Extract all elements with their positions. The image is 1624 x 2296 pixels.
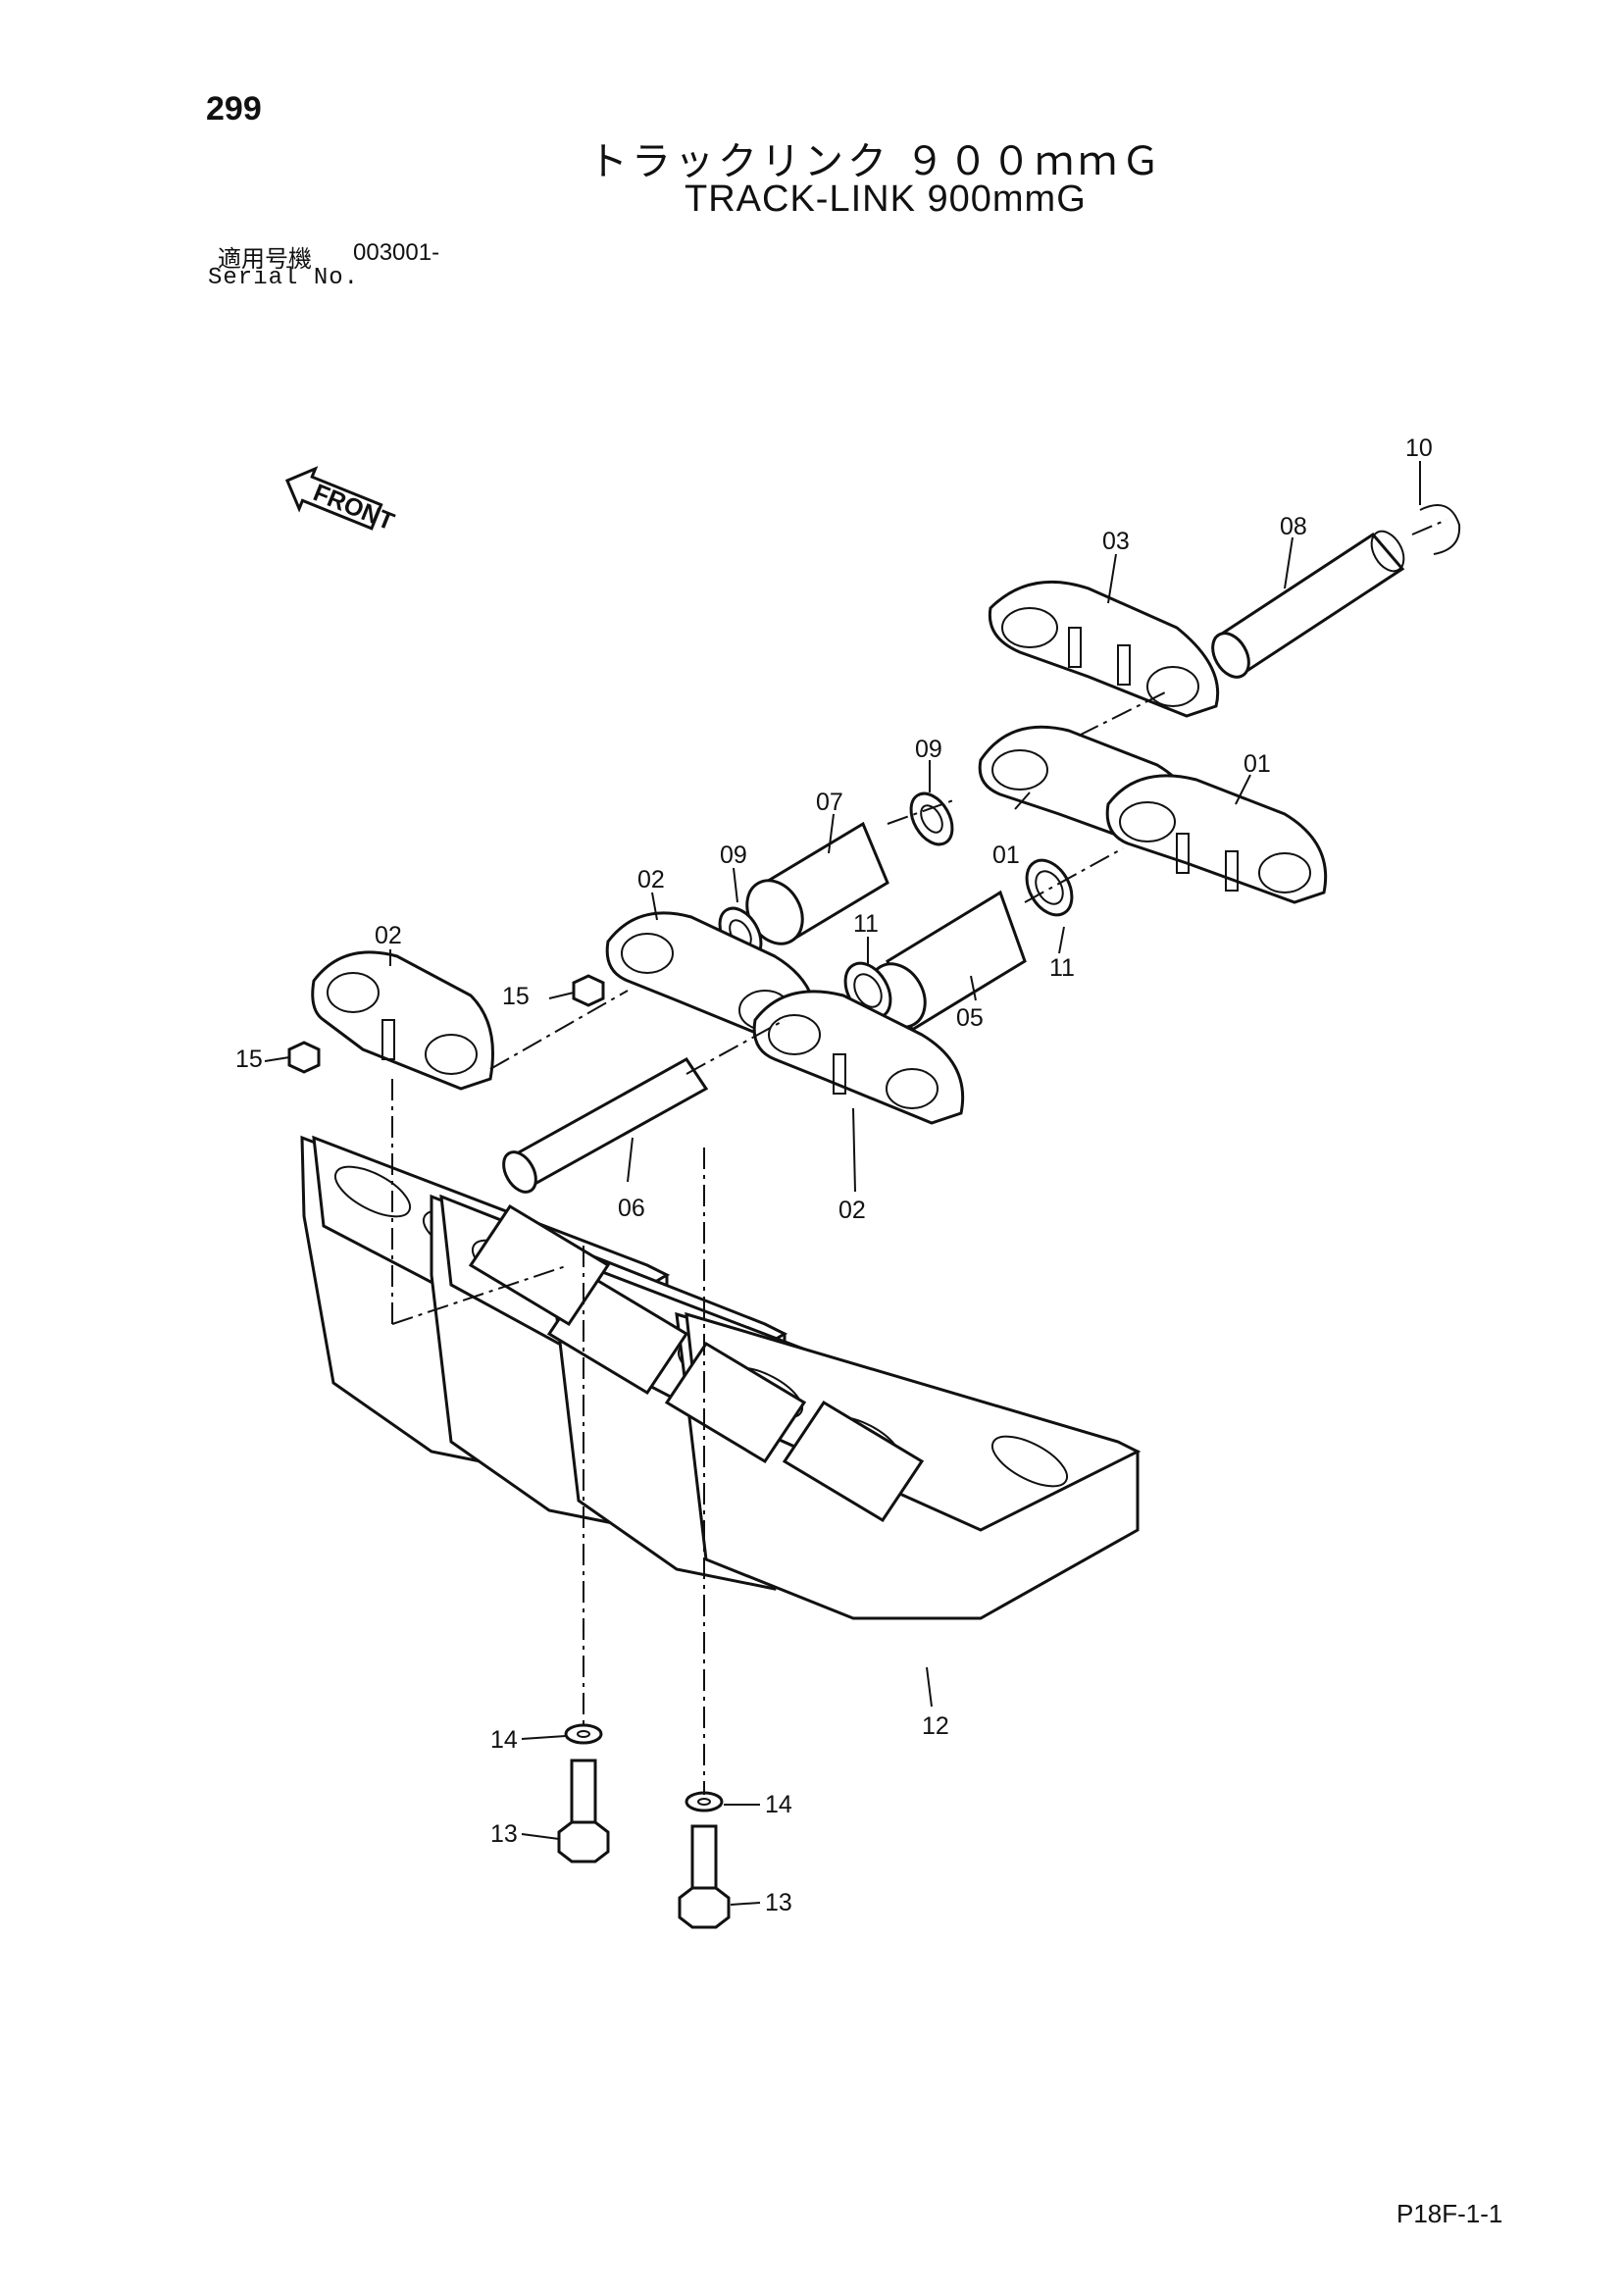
callout-11-left: 11 xyxy=(853,910,879,938)
callout-15-right: 15 xyxy=(502,983,530,1010)
track-pin-08 xyxy=(1211,530,1405,679)
callout-labels: 10 08 03 09 01 07 01 09 02 02 11 11 05 1… xyxy=(235,434,1433,1916)
bushing-07 xyxy=(745,821,889,945)
track-link-01-outer xyxy=(1105,774,1328,904)
page-code: P18F-1-1 xyxy=(1396,2199,1503,2228)
callout-08: 08 xyxy=(1280,513,1307,540)
page-title-english: TRACK-LINK 900mmG xyxy=(685,179,1087,220)
serial-number-range: 003001- xyxy=(353,239,440,266)
callout-02-lower: 02 xyxy=(838,1197,866,1224)
page-title-japanese: トラックリンク ９００ｍｍＧ xyxy=(588,140,1165,183)
track-pin-06 xyxy=(502,1057,709,1194)
callout-02-left: 02 xyxy=(375,922,402,949)
bolt-13-left xyxy=(557,1759,610,1863)
front-label: FRONT xyxy=(309,479,397,536)
page-number: 299 xyxy=(206,90,262,128)
callout-14-left: 14 xyxy=(490,1726,518,1754)
seal-11-right xyxy=(1025,858,1074,917)
callout-01-left: 01 xyxy=(992,842,1020,869)
washer-14-right xyxy=(685,1791,724,1812)
track-link-02-lower xyxy=(752,990,965,1125)
callout-05: 05 xyxy=(956,1004,984,1032)
callout-11-right: 11 xyxy=(1049,954,1075,982)
leader-lines xyxy=(264,461,1421,1906)
callout-03: 03 xyxy=(1102,528,1130,555)
callout-15-left: 15 xyxy=(235,1046,263,1073)
serial-label-japanese: 適用号機 xyxy=(218,246,312,273)
callout-13-right: 13 xyxy=(765,1889,792,1916)
track-link-02-left xyxy=(311,950,494,1091)
washer-14-left xyxy=(564,1723,603,1745)
snap-ring-10 xyxy=(1419,504,1461,555)
front-arrow-icon: FRONT xyxy=(284,466,398,536)
nut-15-left xyxy=(287,1041,321,1074)
callout-09-lower: 09 xyxy=(720,842,747,869)
callout-10: 10 xyxy=(1405,434,1433,462)
callout-06: 06 xyxy=(618,1195,645,1222)
seal-09-upper xyxy=(909,791,954,846)
callout-01-right: 01 xyxy=(1243,750,1271,778)
track-shoe-assembly xyxy=(300,1135,1142,1620)
callout-13-left: 13 xyxy=(490,1820,518,1848)
callout-14-right: 14 xyxy=(765,1791,792,1818)
bolt-13-right xyxy=(678,1824,731,1929)
assembly-lines xyxy=(391,519,1447,1795)
track-link-03 xyxy=(988,580,1220,718)
nut-15-right xyxy=(572,974,605,1007)
callout-07: 07 xyxy=(816,789,843,816)
callout-12: 12 xyxy=(922,1712,949,1740)
callout-02-master: 02 xyxy=(637,866,665,893)
callout-09-upper: 09 xyxy=(915,736,942,763)
serial-label-english: Serial No. xyxy=(208,265,360,291)
